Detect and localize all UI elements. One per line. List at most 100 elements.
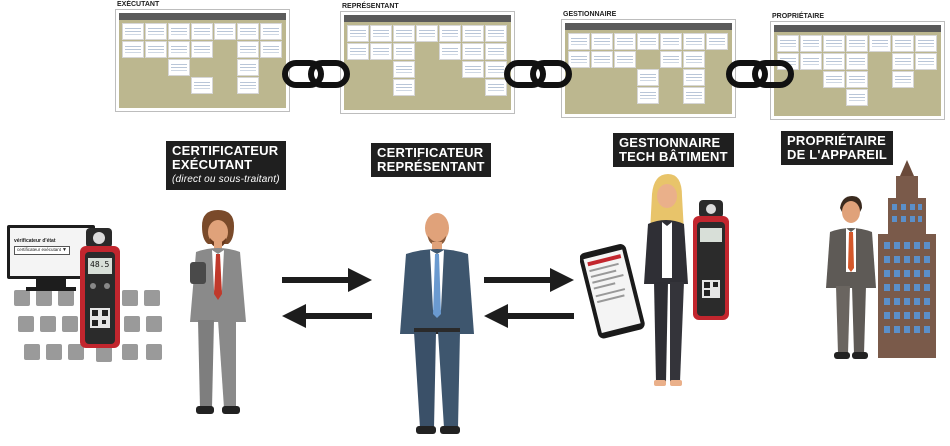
role-label-line: PROPRIÉTAIRE	[787, 133, 886, 148]
task-card	[191, 41, 213, 58]
task-card	[637, 87, 659, 104]
role-label-line: TECH BÂTIMENT	[619, 149, 728, 164]
task-card	[237, 77, 259, 94]
task-card	[393, 79, 415, 96]
task-card	[237, 23, 259, 40]
task-card	[568, 51, 590, 68]
arrow-right-icon	[282, 268, 372, 292]
task-card	[168, 59, 190, 76]
task-card	[439, 43, 461, 60]
task-card	[637, 33, 659, 50]
task-card	[237, 41, 259, 58]
task-card	[823, 53, 845, 70]
board-header	[565, 23, 732, 30]
board-executant	[115, 9, 290, 112]
person-gestionnaire	[644, 174, 688, 386]
chain-link-icon	[282, 60, 350, 88]
board-label: REPRÉSENTANT	[342, 3, 399, 10]
monitor-dropdown-value: certificateur exécutant	[17, 247, 62, 252]
task-card	[462, 61, 484, 78]
task-card	[485, 61, 507, 78]
task-card	[416, 25, 438, 42]
task-card	[915, 53, 937, 70]
task-card	[614, 51, 636, 68]
task-card	[800, 53, 822, 70]
task-card	[462, 43, 484, 60]
task-card	[846, 89, 868, 106]
task-card	[122, 41, 144, 58]
task-card	[145, 41, 167, 58]
light-meter-icon	[80, 228, 120, 348]
chain-link-icon	[504, 60, 572, 88]
board-header	[344, 15, 511, 22]
task-card	[892, 35, 914, 52]
board-gestionnaire	[561, 19, 736, 118]
task-card	[660, 33, 682, 50]
task-card	[168, 23, 190, 40]
monitor-dropdown: certificateur exécutant ▼	[14, 246, 70, 255]
role-label-line: CERTIFICATEUR	[377, 145, 484, 160]
person-representant	[400, 213, 474, 434]
task-card	[706, 33, 728, 50]
task-card	[191, 77, 213, 94]
task-card	[869, 35, 891, 52]
task-card	[614, 33, 636, 50]
task-card	[122, 23, 144, 40]
task-card	[846, 53, 868, 70]
chain-link-icon	[726, 60, 794, 88]
task-card	[237, 59, 259, 76]
building-icon	[878, 160, 936, 358]
task-card	[145, 23, 167, 40]
role-label-proprietaire: PROPRIÉTAIRE DE L'APPAREIL	[781, 131, 894, 165]
task-card	[462, 25, 484, 42]
task-card	[168, 41, 190, 58]
board-header	[774, 25, 941, 32]
board-label: EXÉCUTANT	[117, 1, 160, 8]
arrow-right-icon	[484, 268, 574, 292]
task-card	[777, 35, 799, 52]
task-card	[191, 23, 213, 40]
role-label-line: DE L'APPAREIL	[787, 147, 888, 162]
person-executant	[190, 210, 246, 414]
task-card	[370, 43, 392, 60]
role-label-gestionnaire: GESTIONNAIRE TECH BÂTIMENT	[613, 133, 734, 167]
meter-reading: 48.5	[90, 260, 110, 269]
task-card	[823, 35, 845, 52]
task-card	[485, 43, 507, 60]
person-proprietaire	[826, 196, 876, 359]
task-card	[439, 25, 461, 42]
role-label-line: GESTIONNAIRE	[619, 135, 721, 150]
smartphone-icon	[580, 244, 645, 339]
light-meter-icon	[693, 200, 729, 320]
task-card	[393, 61, 415, 78]
task-card	[347, 25, 369, 42]
task-card	[637, 69, 659, 86]
role-label-line: EXÉCUTANT	[172, 157, 253, 172]
task-card	[823, 71, 845, 88]
board-proprietaire	[770, 21, 945, 120]
task-card	[591, 51, 613, 68]
board-label: GESTIONNAIRE	[563, 11, 617, 18]
task-card	[683, 69, 705, 86]
role-label-representant: CERTIFICATEUR REPRÉSENTANT	[371, 143, 491, 177]
task-card	[915, 35, 937, 52]
role-label-sub: (direct ou sous-traitant)	[172, 174, 280, 185]
task-card	[347, 43, 369, 60]
task-card	[846, 71, 868, 88]
role-label-executant: CERTIFICATEUR EXÉCUTANT (direct ou sous-…	[166, 141, 286, 190]
monitor-line: vérificateur d'état	[14, 238, 56, 244]
board-representant	[340, 11, 515, 114]
task-card	[591, 33, 613, 50]
task-card	[683, 33, 705, 50]
task-card	[485, 25, 507, 42]
board-label: PROPRIÉTAIRE	[772, 13, 824, 20]
chevron-down-icon: ▼	[62, 247, 67, 253]
task-card	[892, 53, 914, 70]
task-card	[393, 43, 415, 60]
arrow-left-icon	[282, 304, 372, 328]
task-card	[568, 33, 590, 50]
task-card	[800, 35, 822, 52]
task-card	[683, 87, 705, 104]
board-header	[119, 13, 286, 20]
task-card	[683, 51, 705, 68]
